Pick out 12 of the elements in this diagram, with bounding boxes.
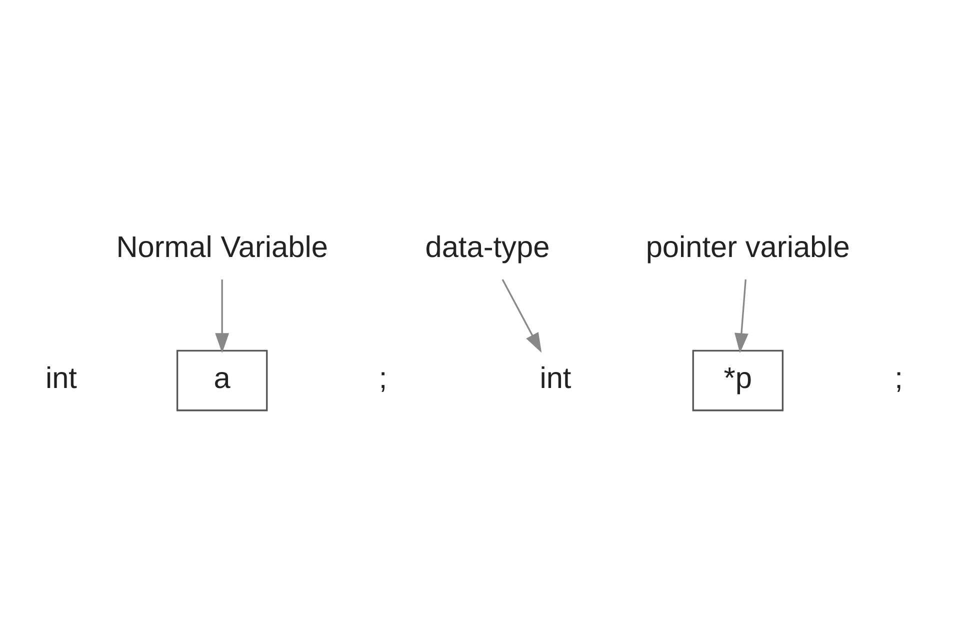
node-text: Normal Variable xyxy=(116,230,328,264)
node-box: a xyxy=(176,349,268,411)
node-text: data-type xyxy=(425,230,550,264)
arrow xyxy=(215,279,230,353)
node-text: int xyxy=(45,361,77,394)
node-text: int xyxy=(540,361,572,394)
node-label: ; xyxy=(894,361,903,394)
arrow xyxy=(734,278,748,353)
node-box: *p xyxy=(692,349,784,411)
node-label: ; xyxy=(378,361,388,394)
arrow xyxy=(502,278,542,352)
node-text: pointer variable xyxy=(646,230,850,264)
